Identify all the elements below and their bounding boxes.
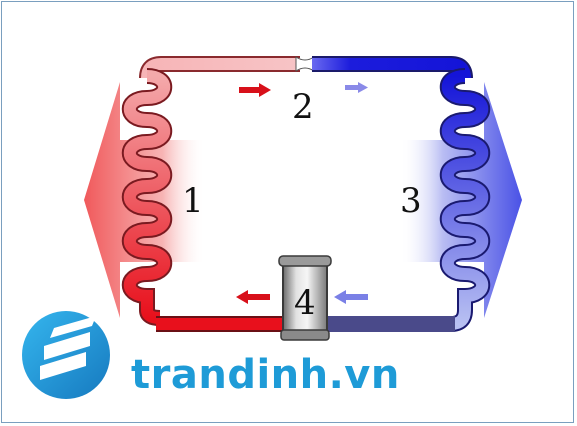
watermark-text: trandinh.vn bbox=[131, 352, 400, 398]
trandinh-logo-icon bbox=[22, 311, 110, 399]
flow-arrow-top-right bbox=[345, 82, 368, 93]
label-condenser: 1 bbox=[182, 181, 204, 221]
label-compressor: 4 bbox=[294, 283, 316, 323]
heat-absorb-arrow bbox=[400, 82, 522, 318]
flow-arrow-top-left bbox=[239, 83, 271, 97]
compressor bbox=[278, 255, 332, 341]
label-evaporator: 3 bbox=[400, 181, 422, 221]
flow-arrow-bottom-left bbox=[236, 290, 270, 304]
flow-arrow-bottom-right bbox=[334, 290, 368, 304]
expansion-valve bbox=[295, 56, 315, 72]
label-expansion-valve: 2 bbox=[292, 87, 314, 127]
